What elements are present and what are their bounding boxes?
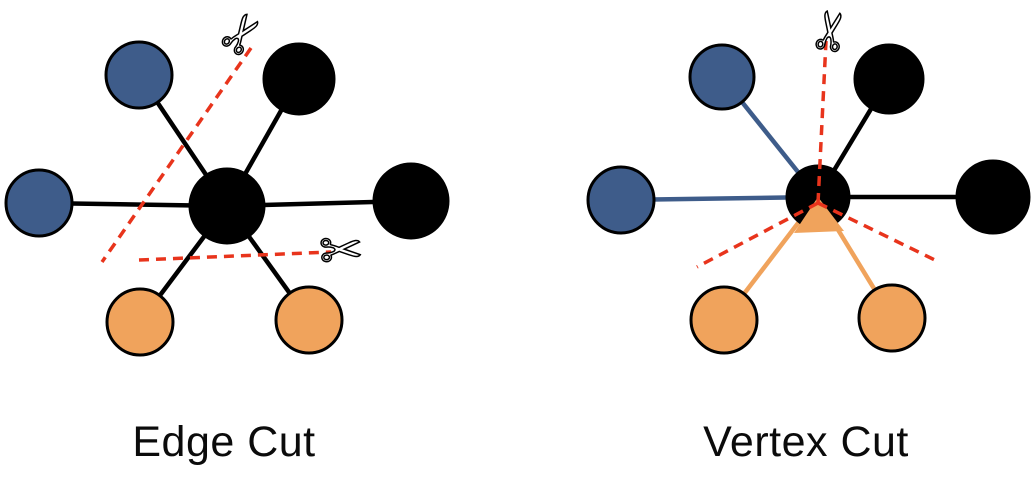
- cut-lines-layer: [100, 40, 940, 269]
- scissors-icon: ✂: [799, 5, 866, 58]
- edge-cut-vertex-orange: [274, 285, 344, 355]
- edge-cut-vertex-blue: [4, 168, 74, 238]
- vertex-cut-vertex-black: [853, 43, 925, 115]
- edge-cut-label: Edge Cut: [132, 418, 315, 466]
- edge-cut-vertex-blue: [104, 40, 174, 110]
- vertex-cut-vertex-blue: [586, 165, 656, 235]
- vertex-cut-cut-line: [817, 201, 940, 264]
- vertex-cut-vertex-orange: [857, 283, 927, 353]
- vertex-cut-vertex-split-wedge: [794, 197, 844, 233]
- vertex-cut-cut-line: [696, 201, 819, 269]
- scissors-layer: ✂✂✂: [205, 0, 866, 283]
- vertex-cut-vertex-blue: [688, 43, 756, 111]
- edge-cut-vertex-black: [262, 42, 336, 116]
- edge-cut-center-vertex: [188, 167, 266, 245]
- vertex-cut-vertex-black: [955, 159, 1031, 235]
- scissors-icon: ✂: [318, 220, 365, 282]
- vertex-cut-vertex-orange: [689, 285, 759, 355]
- vertex-cut-label: Vertex Cut: [703, 418, 909, 466]
- edge-cut-vertex-black: [372, 162, 450, 240]
- nodes-layer: [4, 40, 1031, 357]
- edge-cut-cut-line: [138, 250, 332, 262]
- edge-cut-vertex-orange: [105, 287, 175, 357]
- edge-cut-cut-line: [100, 47, 253, 263]
